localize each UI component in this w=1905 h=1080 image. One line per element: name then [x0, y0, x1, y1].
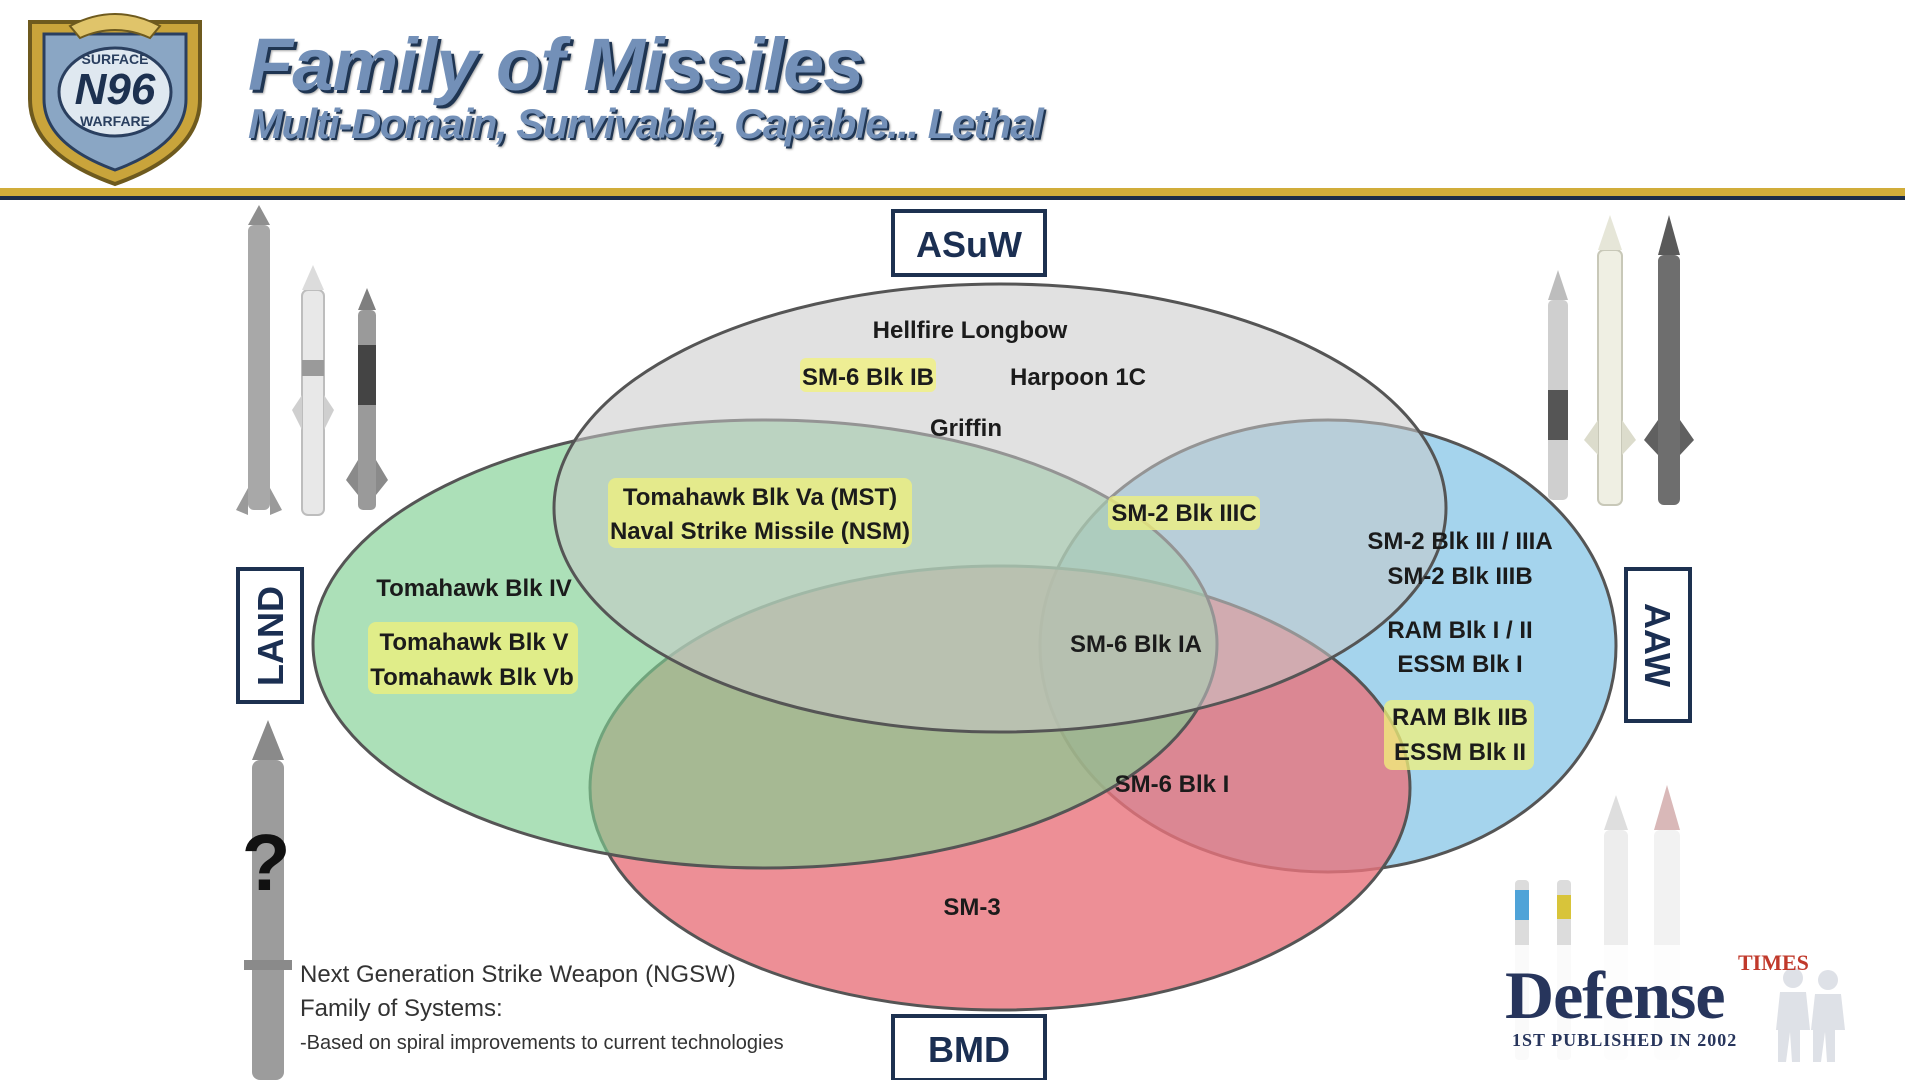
- missile-label: SM-6 Blk IB: [802, 364, 934, 391]
- missile-label: Hellfire Longbow: [873, 317, 1068, 344]
- land-domain-label: LAND: [250, 586, 291, 686]
- header-rule-gold: [0, 188, 1905, 196]
- watermark-panel: [1460, 945, 1890, 1070]
- ngsw-missile-icon: [244, 720, 292, 1080]
- asuw-domain-box: ASuW: [891, 209, 1047, 277]
- asuw-ellipse: [552, 282, 1448, 734]
- highlight: [800, 358, 936, 392]
- watermark-defense: Defense: [1505, 957, 1726, 1033]
- page-subtitle: Multi-Domain, Survivable, Capable... Let…: [248, 100, 1044, 147]
- missile-label: Tomahawk Blk Va (MST): [623, 484, 897, 511]
- missile-label: Griffin: [930, 415, 1002, 442]
- missile-icon: [292, 265, 334, 516]
- header-rule-navy: [0, 196, 1905, 200]
- highlight: [1108, 496, 1260, 530]
- highlight: [608, 478, 912, 548]
- asuw-domain-label: ASuW: [916, 224, 1022, 265]
- watermark-published: 1ST PUBLISHED IN 2002: [1512, 1030, 1738, 1050]
- missile-label: Tomahawk Blk V: [380, 629, 569, 656]
- emblem-bottom-text: WARFARE: [80, 113, 150, 129]
- land-domain-box: LAND: [236, 567, 304, 704]
- missile-label: SM-6 Blk IA: [1070, 631, 1202, 658]
- page-title: Family of Missiles: [248, 23, 864, 106]
- missile-label: SM-2 Blk III / IIIA: [1367, 528, 1552, 555]
- missile-label: ESSM Blk II: [1394, 739, 1526, 766]
- ngsw-line-3: -Based on spiral improvements to current…: [300, 1032, 784, 1054]
- missile-label: Harpoon 1C: [1010, 364, 1146, 391]
- missile-label: SM-2 Blk IIIC: [1111, 500, 1256, 527]
- emblem-top-text: SURFACE: [82, 51, 149, 67]
- n96-emblem-icon: SURFACE N96 WARFARE: [28, 13, 202, 187]
- ngsw-line-1: Next Generation Strike Weapon (NGSW): [300, 961, 736, 988]
- missile-icon: [1644, 215, 1694, 505]
- missile-icon: [346, 288, 388, 510]
- ngsw-caption: Next Generation Strike Weapon (NGSW) Fam…: [300, 958, 784, 1060]
- bmd-domain-box: BMD: [891, 1014, 1047, 1080]
- missile-label: Tomahawk Blk IV: [376, 575, 572, 602]
- missile-label: Tomahawk Blk Vb: [370, 664, 574, 691]
- watermark-times: TIMES: [1738, 950, 1809, 975]
- missile-label: Naval Strike Missile (NSM): [610, 518, 910, 545]
- missile-icon: [1548, 270, 1568, 500]
- emblem-center-text: N96: [75, 65, 156, 114]
- header: SURFACE N96 WARFARE Family of Missiles M…: [0, 0, 1905, 192]
- unknown-marker: ?: [242, 818, 291, 907]
- missile-icon: [1584, 215, 1636, 506]
- highlight: [1384, 700, 1534, 770]
- missile-label: SM-6 Blk I: [1115, 771, 1230, 798]
- aaw-domain-label: AAW: [1637, 603, 1678, 687]
- missile-icon: [236, 205, 282, 515]
- highlight: [368, 622, 578, 694]
- missile-label: SM-3: [943, 894, 1000, 921]
- missile-label: RAM Blk I / II: [1387, 617, 1532, 644]
- missile-label: SM-2 Blk IIIB: [1387, 563, 1532, 590]
- ngsw-line-2: Family of Systems:: [300, 995, 503, 1022]
- bmd-domain-label: BMD: [928, 1029, 1010, 1070]
- aaw-domain-box: AAW: [1624, 567, 1692, 723]
- missile-label: RAM Blk IIB: [1392, 704, 1528, 731]
- missile-label: ESSM Blk I: [1397, 651, 1522, 678]
